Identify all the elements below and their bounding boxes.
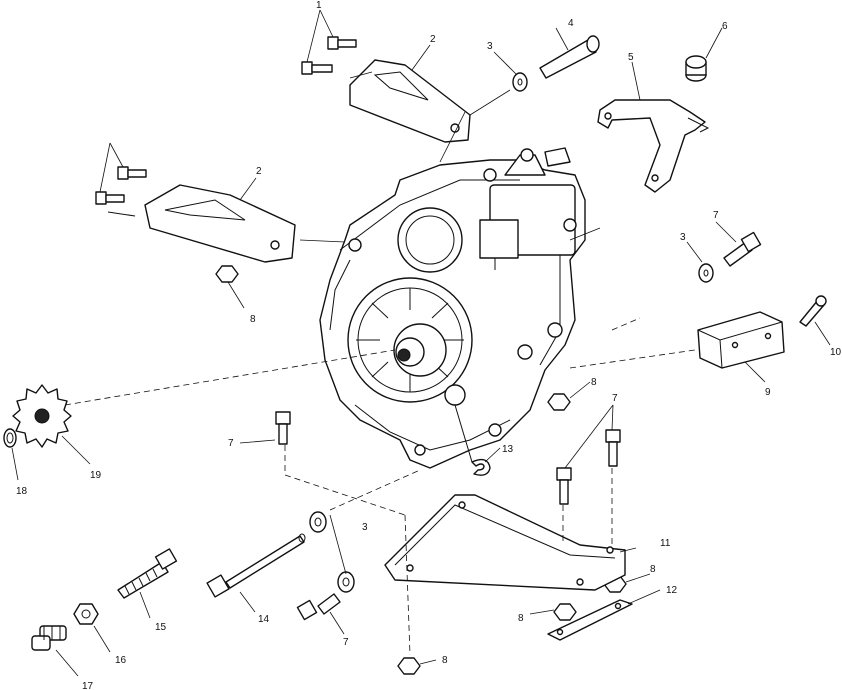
callout-8-plate-lower: 8 [518, 613, 524, 624]
washer-3-right [698, 263, 714, 283]
callout-8-bottom: 8 [442, 655, 448, 666]
callout-8-right: 8 [591, 377, 597, 388]
bolt-7-right [723, 231, 762, 267]
bolt-1-left-upper [117, 166, 147, 180]
callout-7-bottom: 7 [343, 637, 349, 648]
callout-7-left: 7 [228, 438, 234, 449]
bolt-7-right-lower [605, 429, 621, 467]
callout-3-lower: 3 [362, 522, 368, 533]
long-bolt-14 [206, 533, 306, 598]
bracket-5 [597, 99, 710, 193]
callout-labels: 1 2 2 3 3 3 4 5 6 7 7 7 7 8 8 8 8 8 9 10… [16, 0, 842, 690]
callout-7-mid: 7 [612, 393, 618, 404]
nut-8-plate-lower [553, 603, 577, 621]
callout-8-left: 8 [250, 314, 256, 325]
bolt-7-bottom [296, 593, 341, 621]
drain-plug-17 [31, 625, 67, 651]
pin-4 [539, 35, 600, 79]
callout-6: 6 [722, 21, 728, 32]
bolt-1-upper [327, 36, 357, 50]
bolt-7-mid [556, 467, 572, 505]
nut-8-left [215, 265, 239, 283]
clip-13 [471, 458, 491, 476]
callout-16: 16 [115, 655, 127, 666]
callout-17: 17 [82, 681, 94, 690]
callout-13: 13 [502, 444, 514, 455]
callout-14: 14 [258, 614, 270, 625]
nut-8-bottom [397, 657, 421, 675]
callout-1: 1 [316, 0, 322, 11]
mount-plate-11 [384, 494, 626, 591]
callout-2-top: 2 [430, 34, 436, 45]
callout-18: 18 [16, 486, 28, 497]
callout-7-right: 7 [713, 210, 719, 221]
callout-2-left: 2 [256, 166, 262, 177]
bolt-7-left [275, 411, 291, 445]
callout-8-plate: 8 [650, 564, 656, 575]
washer-3-lower-b [337, 571, 355, 593]
bracket-2-left [144, 184, 296, 263]
callout-11: 11 [660, 538, 671, 549]
mount-block-9 [697, 311, 785, 369]
bolt-1-left-lower [95, 191, 125, 205]
cap-6 [685, 55, 707, 82]
callout-3-top: 3 [487, 41, 493, 52]
sprocket-19 [12, 384, 72, 448]
strap-plate-12 [547, 599, 633, 641]
washer-3-top [512, 72, 528, 92]
leader-lines [11, 9, 831, 677]
callout-3-right: 3 [680, 232, 686, 243]
gearcase-housing [319, 147, 586, 469]
callout-10: 10 [830, 347, 842, 358]
retaining-ring-18 [3, 428, 17, 448]
screw-10 [799, 295, 827, 327]
nut-16 [73, 603, 99, 625]
callout-15: 15 [155, 622, 167, 633]
bolt-1-lower [301, 61, 333, 75]
callout-4: 4 [568, 18, 574, 29]
washer-3-lower-a [309, 511, 327, 533]
nut-8-right [547, 393, 571, 411]
stud-15 [117, 548, 178, 599]
bracket-2-upper [349, 59, 471, 143]
callout-5: 5 [628, 52, 634, 63]
callout-12: 12 [666, 585, 678, 596]
callout-19: 19 [90, 470, 102, 481]
callout-9: 9 [765, 387, 771, 398]
